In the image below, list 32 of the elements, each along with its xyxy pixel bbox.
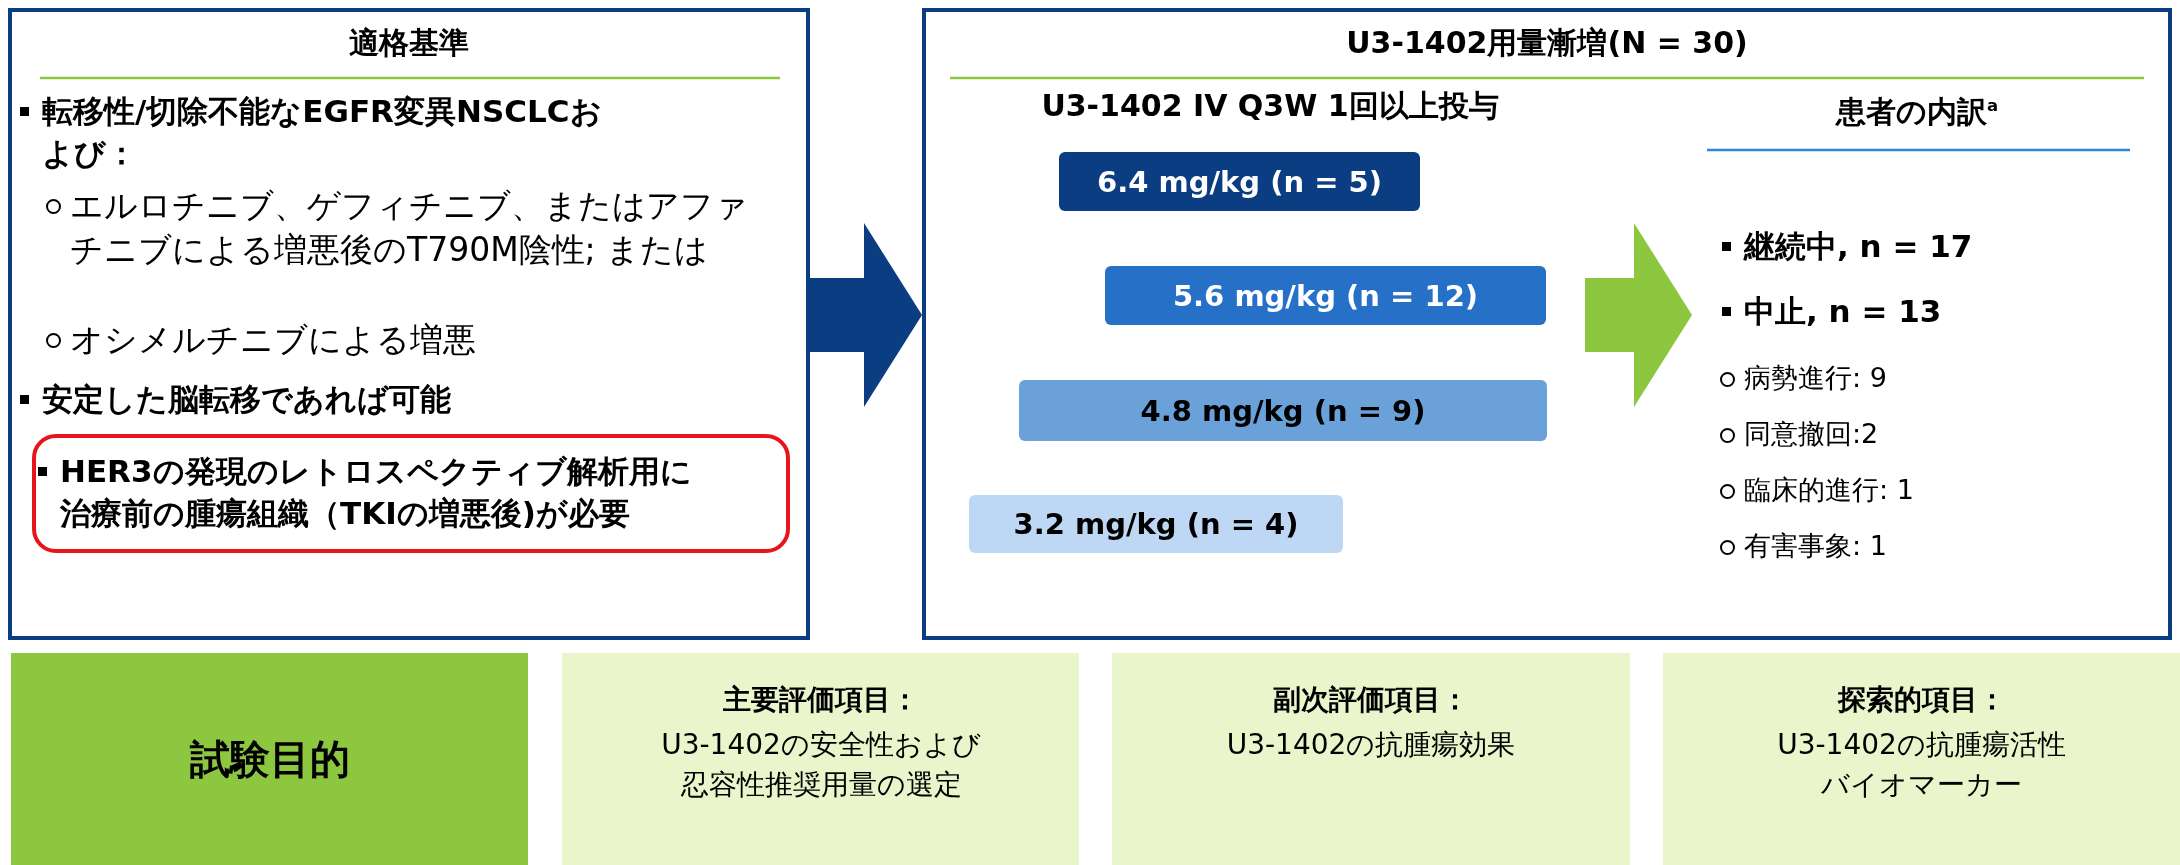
bullet-text: 中止, n = 13 bbox=[1744, 292, 1943, 331]
section-heading: U3-1402 IV Q3W 1回以上投与 bbox=[1040, 87, 1500, 125]
section-heading: 探索的項目： bbox=[1836, 682, 2007, 718]
objective-box: 試験目的 bbox=[11, 653, 528, 865]
section-heading: 副次評価項目： bbox=[1272, 682, 1470, 718]
dose-bar: 6.4 mg/kg (n = 5) bbox=[1059, 152, 1420, 211]
criteria-panel bbox=[8, 8, 810, 640]
sub-bullet-text: 同意撤回:2 bbox=[1744, 417, 1880, 451]
bullet-text: 継続中, n = 17 bbox=[1744, 227, 1974, 266]
objective-box bbox=[562, 653, 1079, 865]
sub-bullet-text: 臨床的進行: 1 bbox=[1744, 473, 1915, 507]
bullet-text: 安定した脳転移であれば可能 bbox=[42, 380, 452, 419]
dose-bar: 5.6 mg/kg (n = 12) bbox=[1105, 266, 1546, 325]
objective-text: U3-1402の安全性および忍容性推奨用量の選定 bbox=[660, 727, 982, 803]
section-heading: 患者の内訳$^{a}$ bbox=[1834, 93, 2000, 131]
section-heading: 適格基準 bbox=[348, 24, 470, 62]
dose-bar: 4.8 mg/kg (n = 9) bbox=[1019, 380, 1547, 441]
objective-box bbox=[1112, 653, 1630, 865]
objective-text: U3-1402の抗腫瘍活性バイオマーカー bbox=[1776, 727, 2067, 803]
bullet-text: 転移性/切除不能なEGFR変異NSCLCおよび： bbox=[42, 92, 602, 173]
dose-panel bbox=[922, 8, 2172, 640]
sub-bullet-text: エルロチニブ、ゲフィチニブ、またはアファチニブによる増悪後のT790M陰性; または bbox=[70, 185, 749, 271]
section-heading: U3-1402用量漸増(N = 30) bbox=[1345, 24, 1749, 62]
objective-box bbox=[1663, 653, 2180, 865]
bullet-text: HER3の発現のレトロスペクティブ解析用に治療前の腫瘍組織（TKIの増悪後)が必要 bbox=[60, 452, 693, 533]
dose-bar: 3.2 mg/kg (n = 4) bbox=[969, 495, 1343, 553]
sub-bullet-text: 病勢進行: 9 bbox=[1744, 361, 1888, 395]
sub-bullet-text: オシメルチニブによる増悪 bbox=[70, 319, 477, 361]
sub-bullet-text: 有害事象: 1 bbox=[1744, 529, 1888, 563]
highlight-box bbox=[32, 434, 790, 553]
objective-text: U3-1402の抗腫瘍効果 bbox=[1225, 727, 1517, 763]
section-heading: 主要評価項目： bbox=[721, 682, 920, 718]
